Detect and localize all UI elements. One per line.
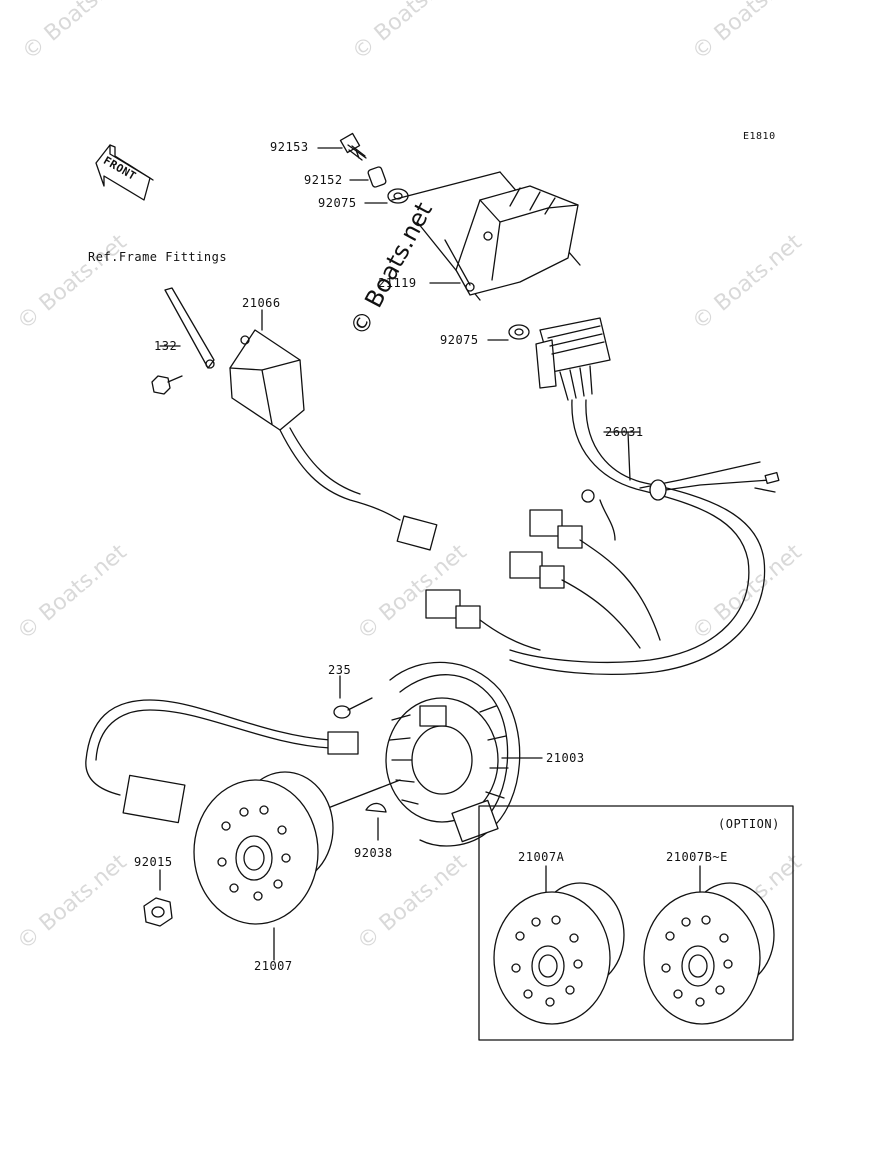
part-number-21007: 21007 (254, 959, 293, 973)
part-number-21003: 21003 (546, 751, 585, 765)
part-number-92075-lower: 92075 (440, 333, 479, 347)
part-number-235: 235 (328, 663, 352, 677)
bolt-92153-icon (317, 132, 367, 161)
bolt-132-icon (151, 345, 183, 395)
part-number-21066: 21066 (242, 296, 281, 310)
nut-92015-icon (143, 869, 173, 927)
front-arrow-icon (95, 144, 154, 201)
part-number-132: 132 (154, 339, 178, 353)
stator-wire-icon (85, 699, 359, 824)
part-number-92152: 92152 (304, 173, 343, 187)
grommet-92075-icon (364, 188, 409, 204)
option-box (478, 805, 794, 1041)
harness-connector-icon (535, 317, 611, 401)
flywheel-21007-icon (193, 771, 334, 961)
part-number-92015: 92015 (134, 855, 173, 869)
option-label: (OPTION) (718, 817, 780, 831)
part-number-92153: 92153 (270, 140, 309, 154)
key-92038-icon (327, 779, 401, 841)
flywheel-21007A-icon (493, 865, 625, 1025)
regulator-21119-icon (444, 185, 579, 296)
collar-92152-icon (349, 166, 387, 188)
wire-harness-26031-icon (425, 399, 780, 675)
part-number-21119: 21119 (378, 276, 417, 290)
part-number-26031: 26031 (605, 425, 644, 439)
cdi-unit-21066-icon (229, 309, 438, 551)
grommet-92075-lower-icon (487, 324, 530, 341)
frame-fitting-icon (164, 287, 215, 369)
screw-235-icon (333, 675, 373, 719)
part-number-21007B-E: 21007B~E (666, 850, 728, 864)
ref-frame-fittings-note: Ref.Frame Fittings (88, 250, 228, 264)
stator-21003-icon (385, 661, 543, 847)
part-number-92038: 92038 (354, 846, 393, 860)
flywheel-21007BE-icon (643, 865, 775, 1025)
part-number-21007A: 21007A (518, 850, 565, 864)
part-number-92075: 92075 (318, 196, 357, 210)
diagram-code: E1810 (743, 131, 776, 142)
